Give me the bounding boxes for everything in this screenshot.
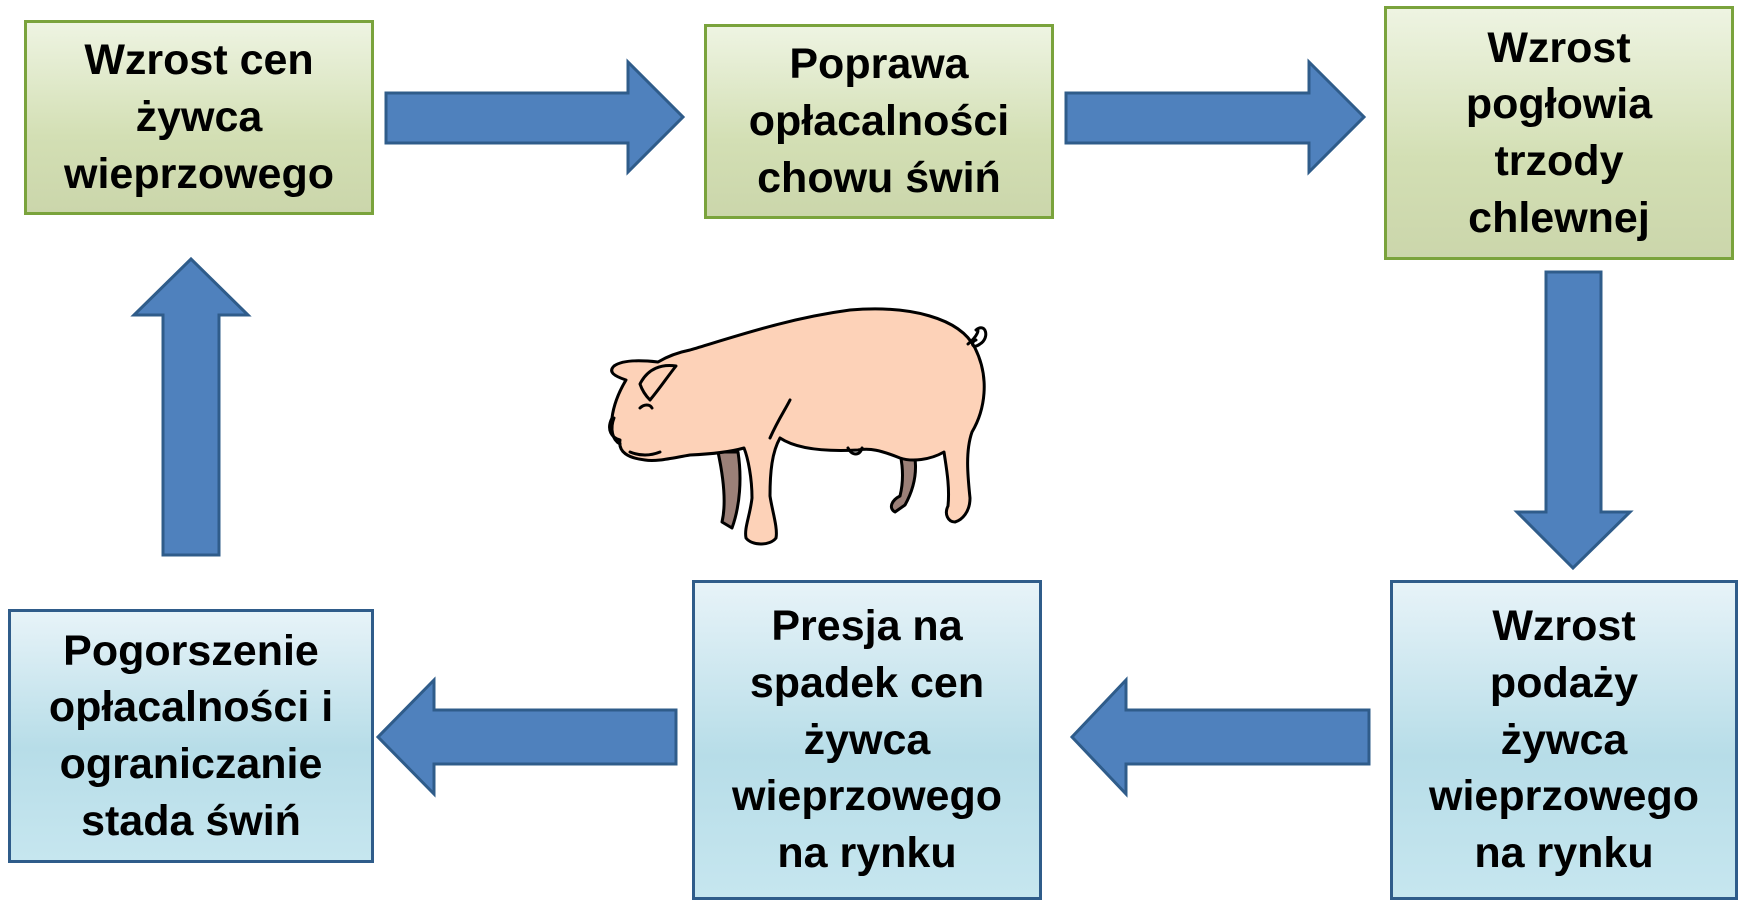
pig-front-leg-line: [768, 398, 792, 440]
pig-snout: [610, 416, 622, 446]
pig-eye: [638, 403, 654, 410]
pig-tail: [966, 326, 988, 348]
pig-ear: [638, 364, 678, 402]
box-price-increase-label: Wzrost cen żywca wieprzowego: [64, 36, 334, 198]
box-supply-increase: Wzrost podaży żywca wieprzowego na rynku: [1390, 580, 1738, 900]
box-herd-increase: Wzrost pogłowia trzody chlewnej: [1384, 6, 1734, 260]
arrow-up-icon: [130, 256, 252, 557]
box-supply-increase-label: Wzrost podaży żywca wieprzowego na rynku: [1429, 602, 1699, 878]
box-herd-increase-label: Wzrost pogłowia trzody chlewnej: [1465, 23, 1653, 242]
box-profitability-decline-label: Pogorszenie opłacalności i ograniczanie …: [48, 626, 334, 845]
box-price-increase: Wzrost cen żywca wieprzowego: [24, 20, 374, 215]
arrow-left-icon: [375, 676, 678, 798]
box-profitability-decline: Pogorszenie opłacalności i ograniczanie …: [8, 609, 374, 863]
box-profitability-improvement: Poprawa opłacalności chowu świń: [704, 24, 1054, 219]
pig-mouth: [628, 450, 662, 457]
pig-belly: [846, 446, 864, 456]
pig-leg-far-front: [716, 450, 742, 530]
box-profitability-improvement-label: Poprawa opłacalności chowu świń: [748, 40, 1010, 202]
arrow-right-icon: [384, 58, 686, 176]
box-price-pressure: Presja na spadek cen żywca wieprzowego n…: [692, 580, 1042, 900]
pig-body: [608, 307, 986, 546]
arrow-left-icon: [1069, 676, 1371, 798]
arrow-down-icon: [1513, 270, 1634, 571]
arrow-right-icon: [1064, 58, 1367, 176]
box-price-pressure-label: Presja na spadek cen żywca wieprzowego n…: [732, 602, 1002, 878]
